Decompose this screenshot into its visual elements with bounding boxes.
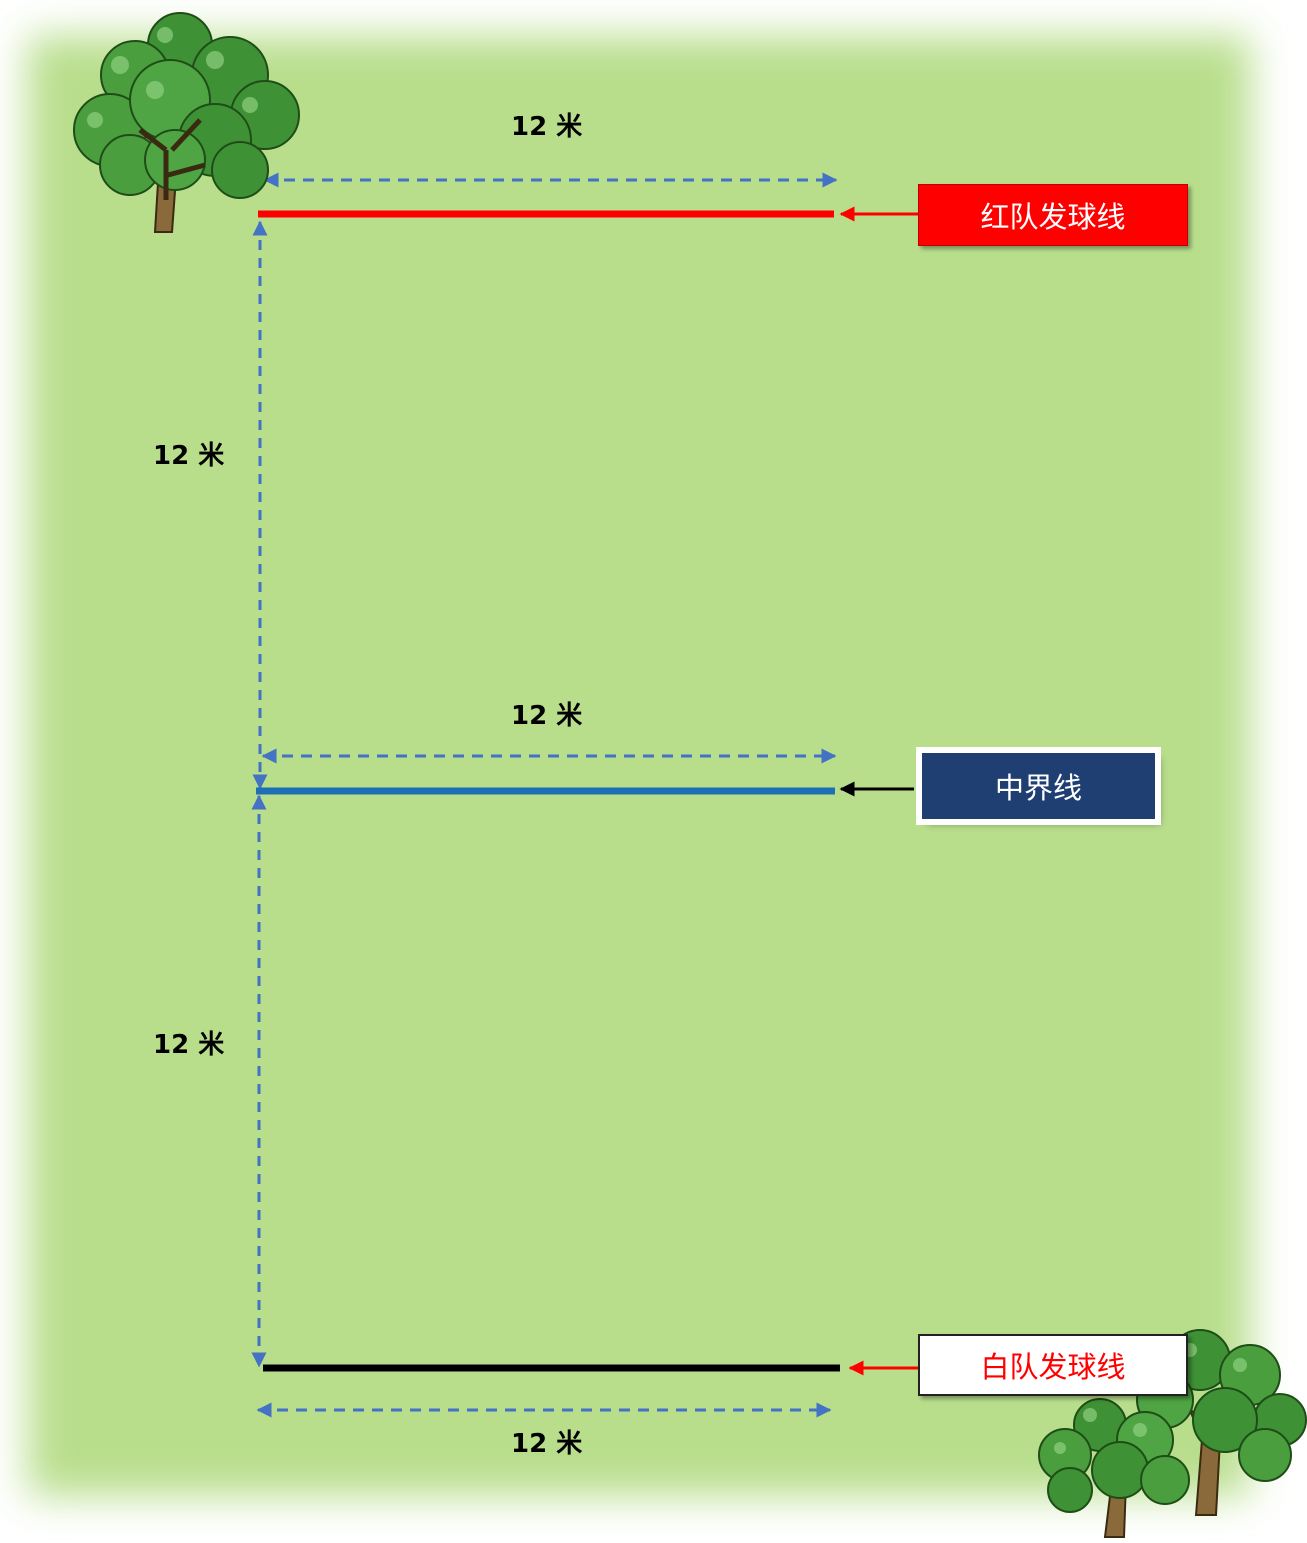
- upper-height-label: 12 米: [153, 441, 225, 471]
- middle-width-label: 12 米: [511, 701, 583, 731]
- bottom-width-label: 12 米: [511, 1429, 583, 1459]
- center-line-tag: 中界线: [916, 747, 1161, 825]
- tree-icon: [73, 12, 300, 233]
- white-serve-line-tag: 白队发球线: [918, 1334, 1188, 1396]
- top-width-label: 12 米: [511, 112, 583, 142]
- lower-height-label: 12 米: [153, 1030, 225, 1060]
- red-serve-line-tag: 红队发球线: [918, 184, 1188, 246]
